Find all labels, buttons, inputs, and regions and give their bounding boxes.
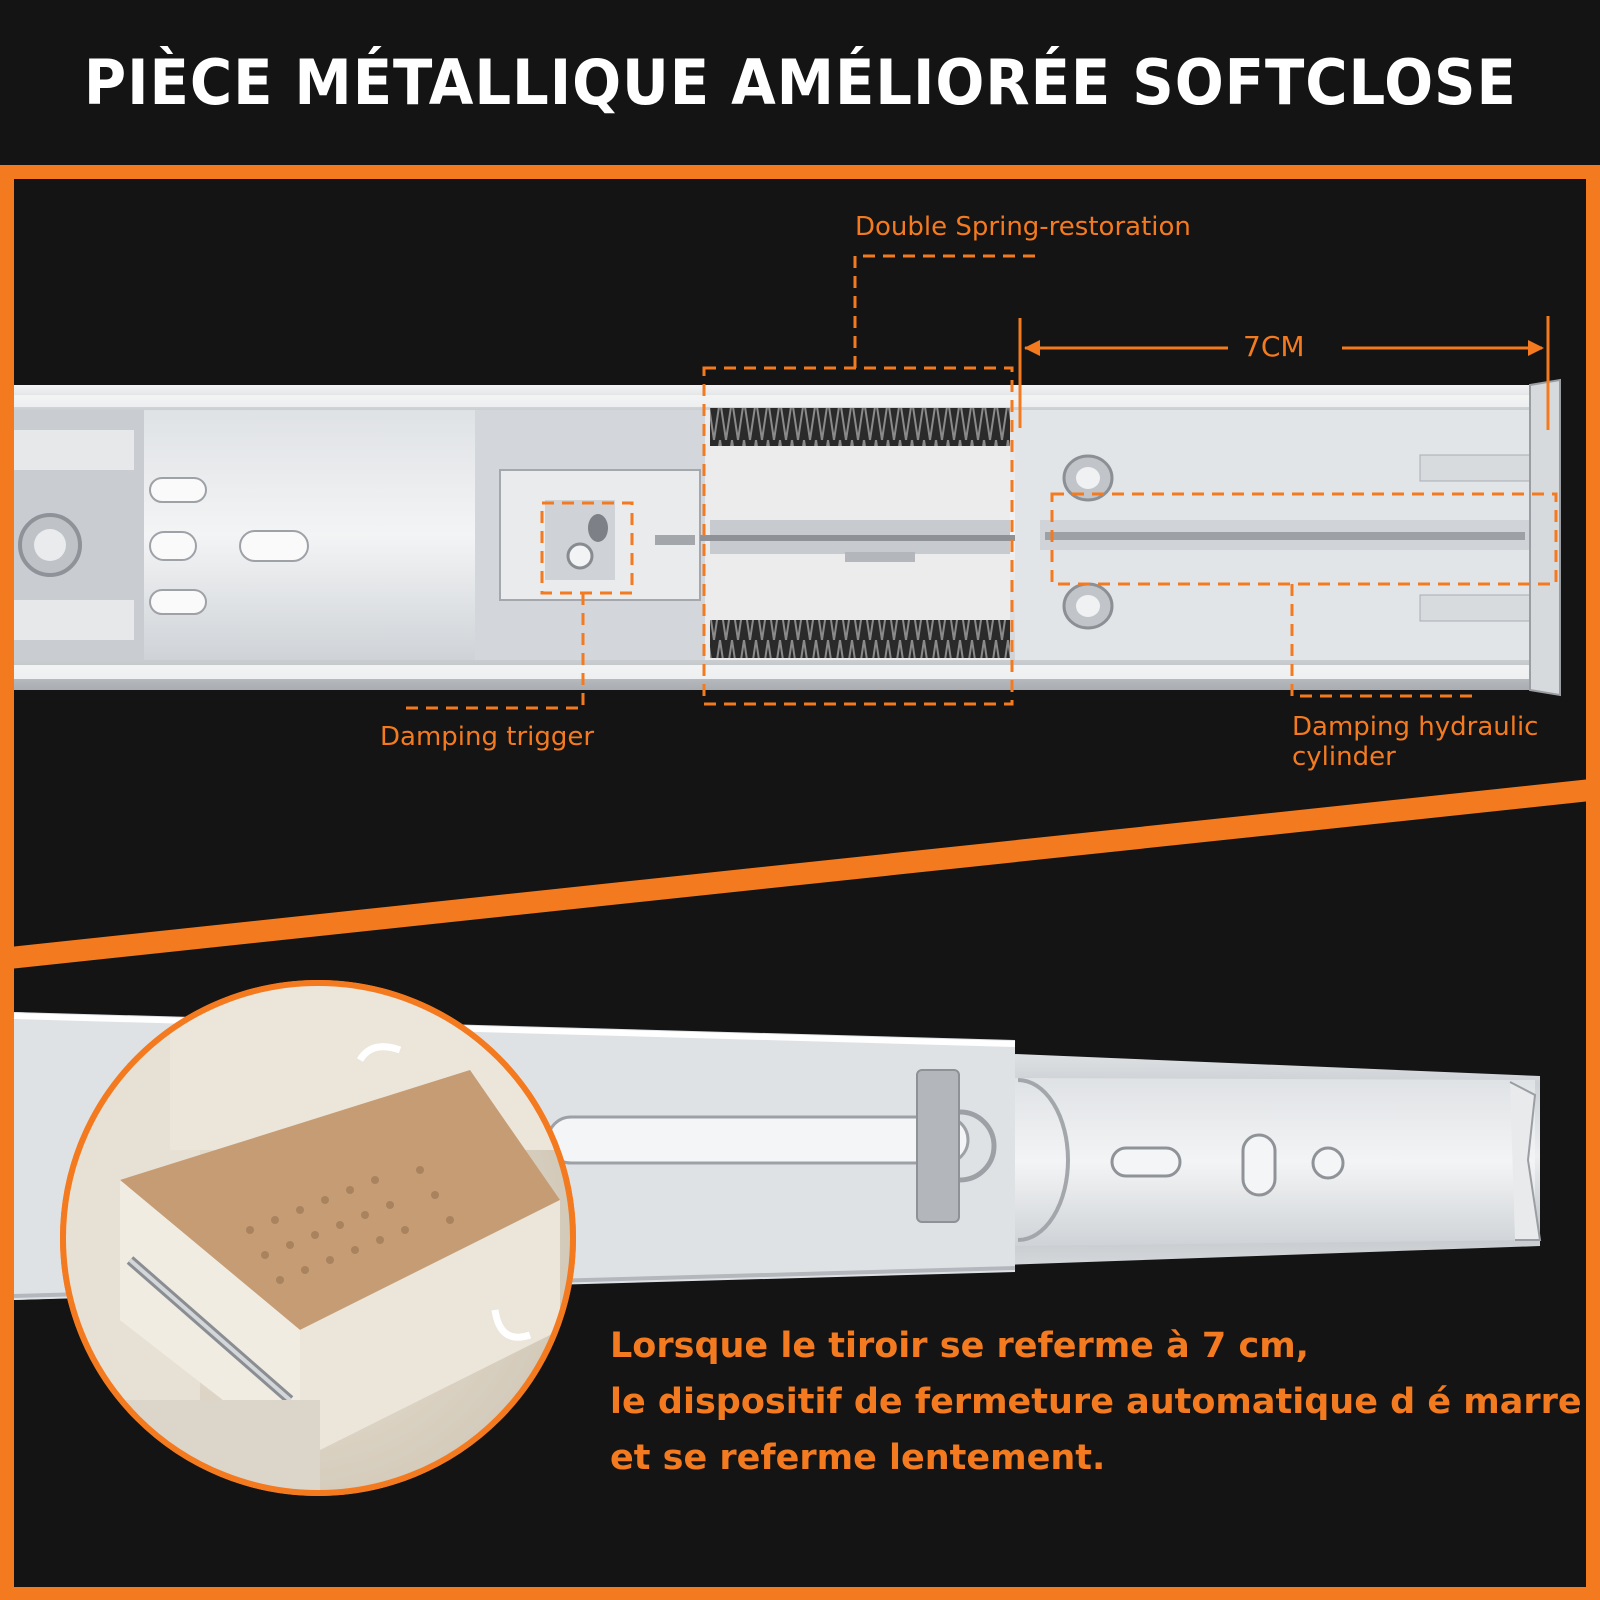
caption-text: Lorsque le tiroir se referme à 7 cm, le …	[610, 1318, 1582, 1486]
top-rail	[14, 378, 1561, 697]
diagonal-separator	[0, 778, 1600, 970]
callout-spring-label: Double Spring-restoration	[855, 212, 1191, 242]
callout-cylinder-box	[1050, 492, 1558, 698]
callout-trigger-box	[400, 501, 634, 710]
caption-line-1: Lorsque le tiroir se referme à 7 cm,	[610, 1326, 1309, 1366]
page-title: PIÈCE MÉTALLIQUE AMÉLIORÉE SOFTCLOSE	[83, 46, 1517, 119]
dimension-arrow	[1018, 316, 1550, 430]
callout-cylinder-line2: cylinder	[1292, 742, 1396, 772]
caption-line-3: et se referme lentement.	[610, 1438, 1106, 1478]
caption-line-2: le dispositif de fermeture automatique d…	[610, 1382, 1582, 1422]
header-banner: PIÈCE MÉTALLIQUE AMÉLIORÉE SOFTCLOSE	[0, 0, 1600, 165]
callout-cylinder-label: Damping hydraulic cylinder	[1292, 712, 1538, 772]
callout-cylinder-line1: Damping hydraulic	[1292, 712, 1539, 742]
callout-trigger-label: Damping trigger	[380, 722, 595, 752]
callout-spring-box	[702, 254, 1040, 706]
frame-border-top	[0, 165, 1600, 1600]
dimension-label: 7CM	[1243, 330, 1305, 363]
